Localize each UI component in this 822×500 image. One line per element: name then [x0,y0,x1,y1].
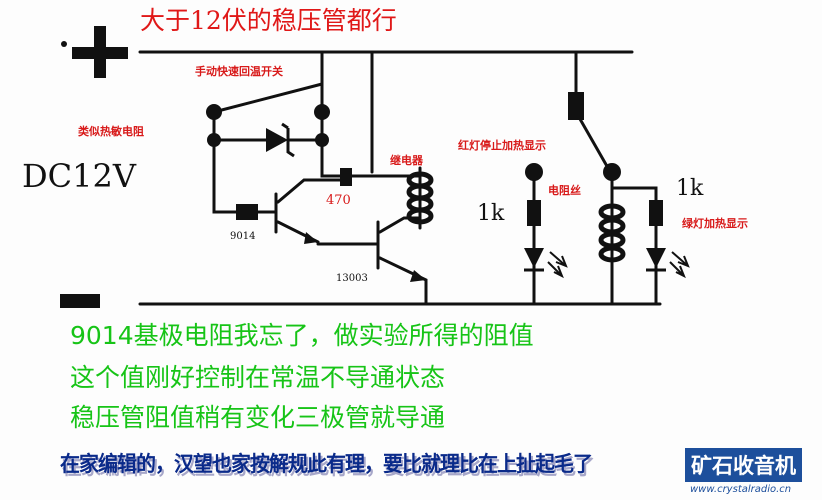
manual-switch [212,82,324,114]
q2-emitter [378,256,428,306]
minus-sign [60,294,100,308]
thermistor-label: 类似热敏电阻 [78,125,144,138]
switch-contact-right [314,104,330,120]
q2-label: 13003 [336,273,368,284]
watermark-banner: 在家编辑的，汉望也家按解规此有理，要比就理比在上扯起毛了 [60,452,593,476]
relay-label: 继电器 [390,154,423,167]
diagram-title: 大于12伏的稳压管都行 [140,6,397,35]
q1-collector [276,178,342,204]
green-led-resistor-value: 1k [676,176,704,201]
relay-contact-heater [603,163,621,181]
q2-collector [378,216,422,234]
heater-branch-wire [610,172,658,306]
node-right-bottom [315,133,329,147]
watermark-brand: 矿石收音机 [685,448,802,482]
red-led-label: 红灯停止加热显示 [458,139,546,152]
note-line-3: 稳压管阻值稍有变化三极管就导通 [70,403,446,432]
switch-contact-left [206,104,222,120]
manual-switch-label: 手动快速回温开关 [195,65,283,78]
zener-diode [266,128,288,152]
node-left-bottom [207,133,221,147]
note-line-2: 这个值刚好控制在常温不导通状态 [70,363,446,392]
relay-armature [568,92,584,120]
note-line-1: 9014基极电阻我忘了，做实验所得的阻值 [70,321,534,350]
q1-base-resistor [236,204,258,220]
heater-label: 电阻丝 [548,184,581,197]
relay-contact-blade [574,110,610,170]
relay-contact-red [525,163,543,181]
supply-voltage-label: DC12V [22,157,136,195]
q1-label: 9014 [230,231,256,242]
left-node-wire [212,110,250,214]
red-led-resistor-value: 1k [477,201,505,226]
red-led-resistor [527,200,541,226]
green-led-resistor [649,200,663,226]
watermark-url: www.crystalradio.cn [690,484,792,495]
r470-resistor [340,168,352,186]
r470-value: 470 [326,193,351,208]
green-led-label: 绿灯加热显示 [682,217,748,230]
green-led [646,248,666,268]
plus-sign-v [94,26,106,78]
relay-coil [406,171,434,225]
watermark-banner-shadow: 在家编辑的，汉望也家按解规此有理，要比就理比在上扯起毛了 [62,455,595,479]
heater-coil [598,203,626,263]
red-led [524,248,544,268]
